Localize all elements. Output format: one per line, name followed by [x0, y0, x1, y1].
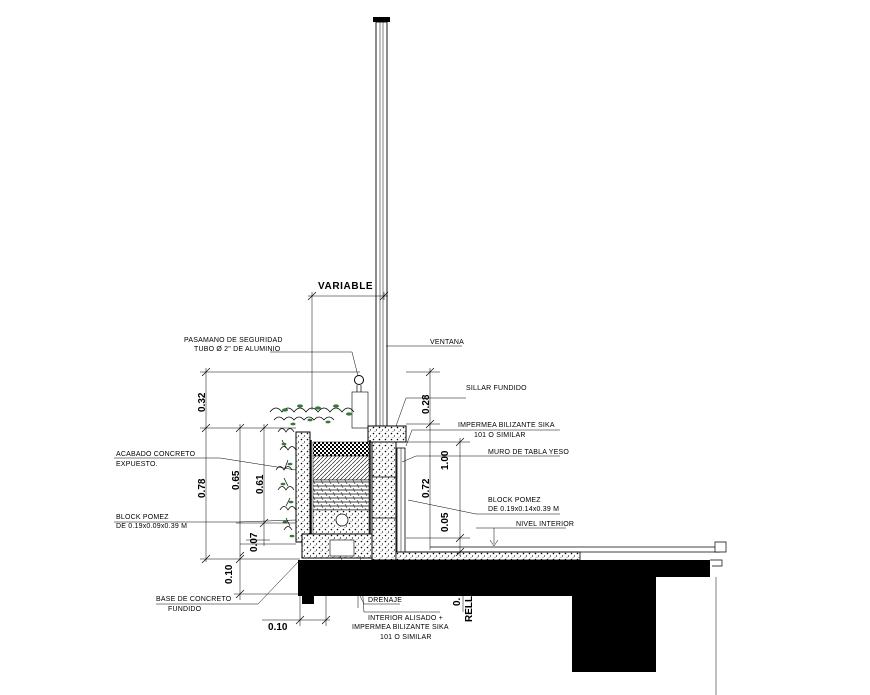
dim-007: 0.07 — [249, 532, 260, 552]
label-interior-2: IMPERMEA BILIZANTE SIKA — [352, 624, 449, 631]
dim-028: 0.28 — [421, 394, 432, 414]
label-block-right-1: BLOCK POMEZ — [488, 497, 541, 504]
label-impermea-1: IMPERMEA BILIZANTE SIKA — [458, 422, 555, 429]
dim-010-h: 0.10 — [268, 622, 288, 633]
label-ventana: VENTANA — [430, 339, 464, 346]
label-sillar: SILLAR FUNDIDO — [466, 385, 527, 392]
floor-structure — [298, 541, 727, 695]
label-block-left-1: BLOCK POMEZ — [116, 514, 169, 521]
label-rell: RELL — [464, 596, 475, 622]
leader-lines — [114, 345, 566, 613]
block-wall-right — [371, 441, 406, 561]
window-mullion — [373, 17, 390, 431]
dim-065: 0.65 — [231, 470, 242, 490]
handrail — [351, 375, 369, 429]
label-interior-3: 101 O SIMILAR — [380, 634, 432, 641]
label-acabado-1: ACABADO CONCRETO — [116, 451, 196, 458]
dim-100: 1.00 — [440, 450, 451, 470]
plant-foliage — [269, 407, 355, 531]
variable-dimension — [307, 291, 389, 410]
label-pasamano-2: TUBO Ø 2" DE ALUMINIO — [194, 346, 281, 353]
plant-leaves — [280, 404, 352, 538]
label-impermea-2: 101 O SIMILAR — [474, 432, 526, 439]
cast-sill — [367, 425, 407, 443]
label-pasamano-1: PASAMANO DE SEGURIDAD — [184, 337, 283, 344]
dim-072: 0.72 — [421, 478, 432, 498]
dim-005: 0.05 — [440, 512, 451, 532]
label-muro: MURO DE TABLA YESO — [488, 449, 569, 456]
label-base-1: BASE DE CONCRETO — [156, 596, 232, 603]
dimension-lines-left — [200, 367, 360, 626]
dim-010-v: 0.10 — [224, 564, 235, 584]
labels: VARIABLE PASAMANO DE SEGURIDAD TUBO Ø 2"… — [116, 281, 574, 641]
dimension-texts: 0.32 0.78 0.65 0.61 0.07 0.10 0.10 0.28 … — [197, 392, 463, 633]
dim-078: 0.78 — [197, 478, 208, 498]
label-variable: VARIABLE — [318, 281, 373, 292]
label-block-left-2: DE 0.19x0.09x0.39 M — [116, 523, 187, 530]
label-acabado-2: EXPUESTO. — [116, 461, 158, 468]
dim-061: 0.61 — [255, 474, 266, 494]
label-drenaje: DRENAJE — [368, 597, 402, 604]
dim-0-partial: 0. — [452, 597, 463, 606]
label-block-right-2: DE 0.19x0.14x0.39 M — [488, 506, 559, 513]
dim-032: 0.32 — [197, 392, 208, 412]
dimension-lines-right — [406, 367, 470, 557]
planter-box — [295, 431, 373, 559]
label-base-2: FUNDIDO — [168, 606, 202, 613]
label-interior-1: INTERIOR ALISADO + — [368, 615, 443, 622]
label-nivel: NIVEL INTERIOR — [516, 521, 574, 528]
